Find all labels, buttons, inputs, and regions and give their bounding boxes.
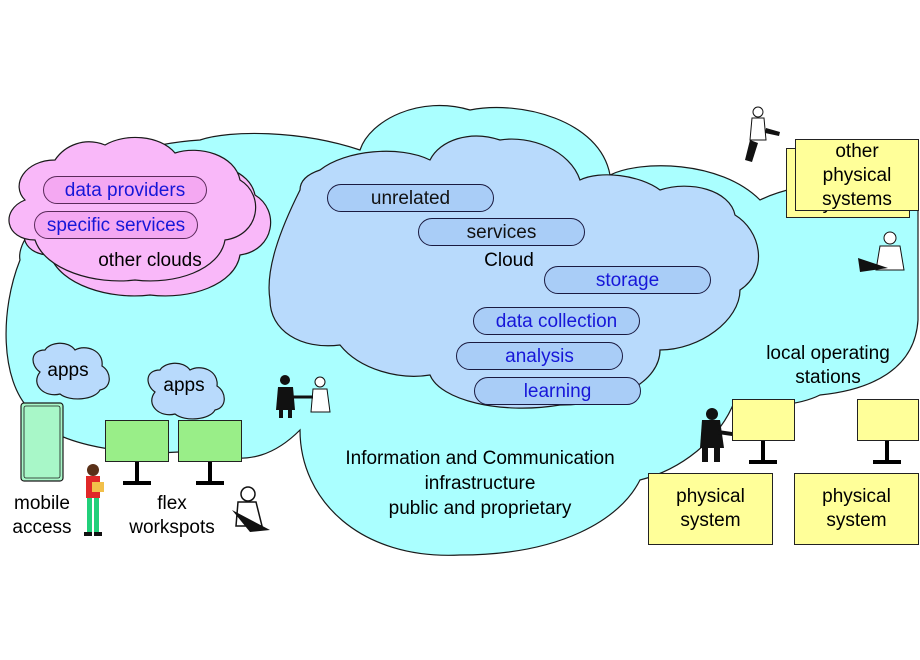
workspot-monitor bbox=[105, 420, 169, 462]
mobile-access-label: mobile access bbox=[12, 493, 72, 538]
monitor-stand bbox=[761, 441, 765, 461]
apps-label: apps bbox=[163, 375, 205, 396]
other-clouds-label: other clouds bbox=[98, 250, 202, 271]
mobile-device-icon bbox=[20, 402, 64, 482]
monitor-stand bbox=[885, 441, 889, 461]
operator-person-icon bbox=[700, 408, 732, 462]
workspot-monitor bbox=[178, 420, 242, 462]
monitor-stand bbox=[135, 462, 139, 482]
standing-person-icon bbox=[84, 464, 104, 536]
monitor-base bbox=[873, 460, 901, 464]
cloud-label: Cloud bbox=[484, 250, 534, 271]
monitor-base bbox=[749, 460, 777, 464]
apps-label: apps bbox=[47, 360, 89, 381]
cloud-item-services: services bbox=[418, 218, 585, 246]
other-physical-systems-box: other physical systems bbox=[795, 139, 919, 211]
apps-cloud-shapes bbox=[32, 342, 225, 420]
operating-station-monitor bbox=[857, 399, 919, 441]
other-clouds-item-specific-services: specific services bbox=[34, 211, 198, 239]
local-operating-stations-label: local operating stations bbox=[766, 343, 890, 388]
reading-person-icon bbox=[858, 231, 905, 272]
ict-infrastructure-label: Information and Communication infrastruc… bbox=[345, 448, 615, 519]
operating-station-monitor bbox=[732, 399, 795, 441]
cloud-item-data-collection: data collection bbox=[473, 307, 640, 335]
physical-system-box: physical system bbox=[648, 473, 773, 545]
monitor-base bbox=[196, 481, 224, 485]
other-clouds-item-data-providers: data providers bbox=[43, 176, 207, 204]
seated-person-icon bbox=[232, 486, 270, 532]
cloud-item-learning: learning bbox=[474, 377, 641, 405]
sitting-person-icon bbox=[745, 106, 780, 162]
cloud-item-storage: storage bbox=[544, 266, 711, 294]
handshake-people-icon bbox=[276, 375, 331, 418]
flex-workspots-label: flex workspots bbox=[129, 493, 215, 538]
monitor-base bbox=[123, 481, 151, 485]
monitor-stand bbox=[208, 462, 212, 482]
cloud-item-unrelated: unrelated bbox=[327, 184, 494, 212]
cloud-item-analysis: analysis bbox=[456, 342, 623, 370]
physical-system-box: physical system bbox=[794, 473, 919, 545]
